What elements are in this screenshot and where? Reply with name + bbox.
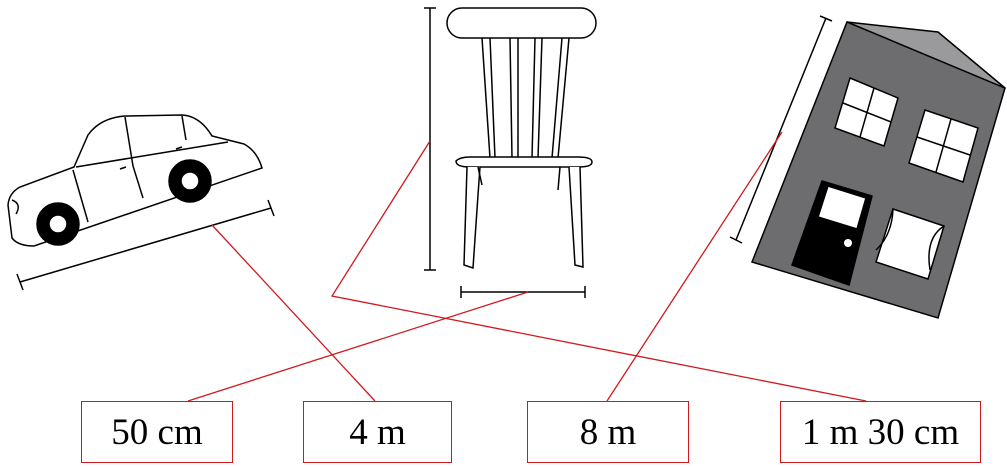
chair-height-bar [424,7,436,271]
chair-width-bar [460,286,586,298]
car-illustration [7,114,263,247]
label-box-8m: 8 m [527,401,689,463]
matching-lines [187,131,867,402]
building-illustration [751,21,1006,319]
line-car-to-4m [211,224,376,402]
label-text: 8 m [579,411,637,453]
car-length-bar [16,199,275,291]
label-box-4m: 4 m [303,401,452,463]
label-box-50cm: 50 cm [81,401,233,463]
building-height-bar [729,15,833,244]
line-chair-width-to-50cm [187,291,529,402]
label-text: 1 m 30 cm [801,411,960,453]
chair-illustration [446,7,597,270]
label-box-1m30cm: 1 m 30 cm [780,401,981,463]
label-text: 4 m [349,411,406,453]
line-building-to-8m [606,131,783,402]
line-chair-height-to-1m30cm [330,140,867,402]
label-text: 50 cm [111,411,203,453]
